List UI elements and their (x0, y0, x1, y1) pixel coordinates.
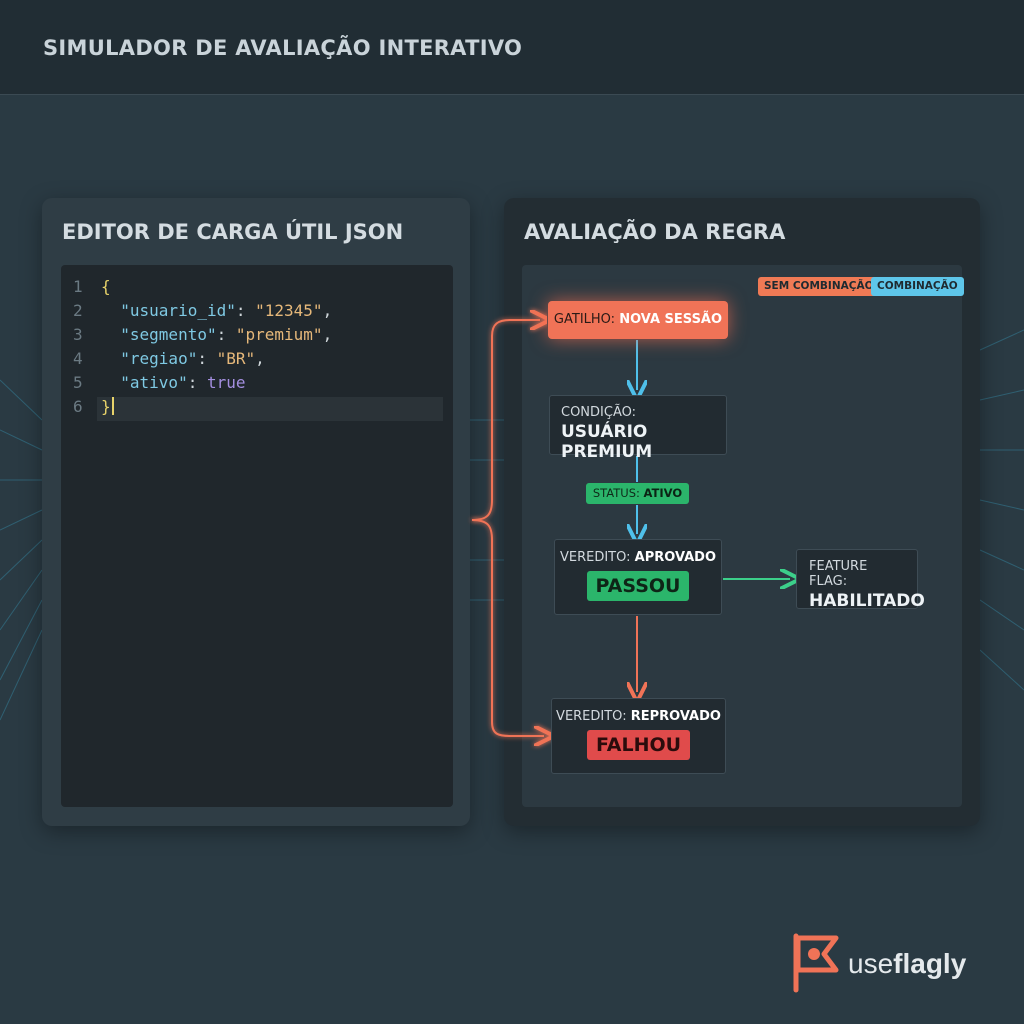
line-number: 2 (73, 301, 83, 320)
open-brace: { (101, 277, 111, 296)
condition-node[interactable]: CONDIÇÃO: USUÁRIO PREMIUM (549, 395, 727, 462)
condition-value: USUÁRIO PREMIUM (561, 422, 653, 462)
line-number: 1 (73, 277, 83, 296)
status-badge: STATUS: ATIVO (586, 483, 689, 504)
code-line-3[interactable]: 3 "segmento": "premium", (73, 325, 333, 344)
line-number: 4 (73, 349, 83, 368)
flag-logo-icon (793, 933, 839, 993)
verdict-fail-label: VEREDITO: (556, 709, 627, 724)
top-bar: SIMULADOR DE AVALIAÇÃO INTERATIVO (0, 0, 1024, 95)
trigger-label: GATILHO: (553, 312, 616, 327)
json-value: "premium" (235, 325, 323, 344)
json-value: "12345" (255, 301, 323, 320)
feature-flag-label: FEATURE FLAG: (809, 559, 868, 589)
legend-no-match-badge: SEM COMBINAÇÃO (758, 277, 880, 296)
active-line-highlight (97, 397, 443, 421)
passed-result-badge: PASSOU (586, 571, 690, 601)
line-number: 3 (73, 325, 83, 344)
trigger-node[interactable]: GATILHO: NOVA SESSÃO (548, 301, 728, 339)
code-line-6[interactable]: 6 } (61, 397, 453, 421)
feature-flag-value: HABILITADO (809, 591, 925, 611)
json-key: "regiao" (120, 349, 198, 368)
code-line-4[interactable]: 4 "regiao": "BR", (73, 349, 265, 368)
useflagly-logo: useflagly (790, 932, 1000, 994)
text-cursor (111, 397, 114, 415)
line-number: 6 (73, 397, 83, 416)
editor-title: EDITOR DE CARGA ÚTIL JSON (62, 220, 404, 244)
code-line-5[interactable]: 5 "ativo": true (73, 373, 246, 392)
json-key: "segmento" (120, 325, 217, 344)
feature-flag-node[interactable]: FEATURE FLAG: HABILITADO (796, 549, 925, 611)
line-number: 5 (73, 373, 83, 392)
verdict-fail-node[interactable]: VEREDITO: REPROVADO FALHOU (551, 698, 726, 774)
failed-result-badge: FALHOU (586, 730, 691, 760)
verdict-pass-label: VEREDITO: (559, 550, 631, 565)
json-editor-panel: EDITOR DE CARGA ÚTIL JSON 1 { 2 "usuario… (42, 198, 470, 826)
json-value: true (206, 373, 246, 392)
status-label: STATUS: (592, 486, 640, 500)
evaluation-title: AVALIAÇÃO DA REGRA (524, 220, 786, 244)
code-line-1[interactable]: 1 { (61, 277, 453, 301)
brand-name: useflagly (848, 948, 967, 979)
json-code-editor[interactable]: 1 { 2 "usuario_id": "12345", 3 "segmento… (61, 265, 453, 807)
condition-label: CONDIÇÃO: (561, 405, 637, 420)
json-key: "usuario_id" (120, 301, 236, 320)
json-key: "ativo" (120, 373, 188, 392)
status-value: ATIVO (643, 486, 683, 500)
trigger-value: NOVA SESSÃO (619, 312, 723, 327)
verdict-pass-node[interactable]: VEREDITO: APROVADO PASSOU (554, 539, 722, 615)
verdict-pass-value: APROVADO (634, 550, 717, 565)
code-line-2[interactable]: 2 "usuario_id": "12345", (73, 301, 333, 320)
app-title: SIMULADOR DE AVALIAÇÃO INTERATIVO (43, 36, 523, 60)
verdict-fail-value: REPROVADO (630, 709, 721, 724)
legend-match-badge: COMBINAÇÃO (871, 277, 964, 296)
close-brace: } (101, 397, 111, 416)
json-value: "BR" (216, 349, 256, 368)
